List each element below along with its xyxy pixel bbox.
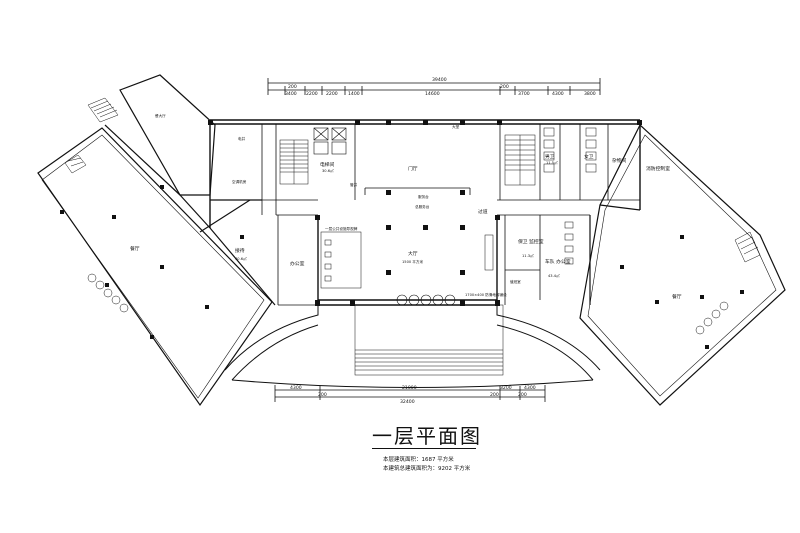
right-wing-door-arcs: [695, 301, 729, 335]
room-equipment: 电井: [238, 136, 246, 141]
central-block-walls: [209, 119, 641, 306]
left-wing: [37, 74, 276, 407]
dim-bottom-b2: 200: [490, 392, 499, 398]
room-reception: 接待: [235, 247, 245, 254]
service-desk-label: 服务台: [418, 194, 429, 199]
room-reception-area: 40.6㎡: [235, 256, 247, 261]
info-board-label: 一层公共设施导视牌: [325, 226, 358, 231]
dim-top-a: 200: [288, 84, 297, 90]
toilet-fixtures: [543, 127, 597, 265]
room-office: 办公室: [290, 260, 305, 267]
center-booth-label: 总服务台: [415, 204, 430, 209]
room-pipe: 管井: [350, 182, 358, 187]
stair-left: [279, 139, 309, 185]
dim-top-i: 4300: [552, 91, 564, 97]
hall-badge: 大堂: [452, 124, 460, 129]
room-security: 车队 办公室: [545, 258, 571, 265]
dim-top-e: 1400: [348, 91, 360, 97]
dim-top-c: 2200: [306, 91, 318, 97]
room-men-area: 11.5㎡: [546, 160, 558, 165]
entry-floor-label: 1700×400 防滑地砖铺设: [465, 292, 507, 297]
inner-partitions: [261, 124, 640, 306]
dim-top-j: 3800: [584, 91, 596, 97]
room-women-wc: 女卫: [584, 153, 594, 160]
dim-bottom-r1: 3200: [500, 385, 512, 391]
dim-bottom-left: 4300: [290, 385, 302, 391]
entrance-steps: [354, 304, 504, 376]
room-elevator: 电梯间: [320, 161, 335, 168]
room-men-wc: 男卫: [545, 154, 555, 160]
room-control: 消防控制室: [646, 165, 670, 172]
dim-top-d: 2200: [326, 91, 338, 97]
info-board: [320, 231, 494, 289]
room-right-hall: 餐厅: [672, 293, 682, 300]
front-canopy: [224, 305, 601, 388]
floor-area-note: 本层建筑面积：1687 平方米: [383, 457, 454, 463]
dim-bottom-b1: 200: [318, 392, 327, 398]
title-underline: [372, 448, 476, 449]
left-wing-door-arcs: [87, 273, 129, 313]
left-wing-stairs: [64, 97, 119, 174]
room-vestibule: 门厅: [408, 165, 418, 172]
room-ac: 空调机房: [232, 179, 247, 184]
dim-bottom-mid: 21000: [402, 385, 417, 391]
dim-top-g: 200: [500, 84, 509, 90]
room-storage: 杂物间: [612, 157, 627, 164]
dim-top-b: 3400: [285, 91, 297, 97]
room-elevator-area: 30.6㎡: [322, 168, 334, 173]
total-area-note: 本建筑总建筑面积为：9202 平方米: [383, 466, 471, 472]
dim-bottom-overall: 32400: [400, 399, 415, 405]
top-dimension-chain: [267, 78, 601, 95]
right-wing-columns: [620, 235, 744, 349]
room-kitchen-left: 餐大厅: [155, 113, 166, 118]
room-security-area: 43.4㎡: [548, 273, 560, 278]
dim-bottom-r2: 4300: [524, 385, 536, 391]
drawing-title: 一层平面图: [372, 424, 482, 448]
dim-top-h: 3700: [518, 91, 530, 97]
left-wing-columns: [60, 185, 244, 339]
right-wing: [579, 124, 786, 406]
elevator-cars: [313, 127, 347, 155]
dim-bottom-b3: 200: [518, 392, 527, 398]
room-main-hall-area: 1500 平方米: [402, 259, 423, 264]
room-corridor: 过道: [478, 208, 488, 215]
dim-top-f: 14600: [425, 91, 440, 97]
dim-top-overall: 39400: [432, 77, 447, 83]
room-staff: 保卫 监控室: [518, 238, 544, 245]
right-wing-stairs: [734, 231, 761, 263]
room-left-hall: 餐厅: [130, 245, 140, 252]
room-main-hall: 大厅: [408, 250, 418, 257]
bottom-dimension-chain: [274, 385, 546, 402]
structural-columns: [208, 120, 642, 306]
room-staff-area: 11.3㎡: [522, 253, 534, 258]
room-duty: 值班室: [510, 279, 521, 284]
stair-right: [504, 134, 536, 186]
